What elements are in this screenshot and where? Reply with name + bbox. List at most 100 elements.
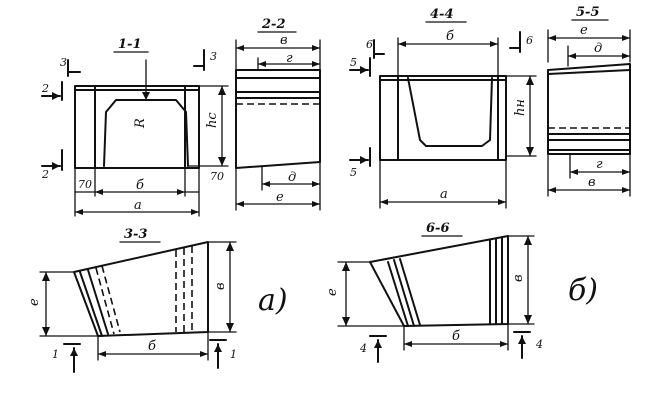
view-2-2-outline [235,69,321,169]
view-5-5-top-edge [547,69,631,75]
view-5-5-dim-inner-top-arrow-right [622,53,630,59]
view-3-3-left-face-2 [87,269,109,335]
view-1-1-dim-a-arrow-right [191,209,199,215]
view-1-1-cut-2-top-arrow [52,92,60,100]
view-3-3-left-face [79,271,103,337]
view-5-5-dim-inner-top-arrow-left [568,53,576,59]
view-3-3-dim-bottom-label: б [148,339,156,354]
view-3-3-title: 3-3 [124,227,148,242]
view-6-6-cut-4-right-label: 4 [535,338,543,351]
view-3-3: 3-3 в е б 1 1 [27,227,237,373]
view-3-3-dim-bottom-arrow-right [200,351,208,357]
view-6-6-left-face-1 [387,261,409,327]
view-2-2-dim-bottom-arrow-right [312,201,320,207]
view-5-5-dim-inner-bottom-arrow-right [622,169,630,175]
view-5-5: 5-5 е д г в [547,5,631,197]
view-3-3-cut-1-right-label: 1 [230,348,237,361]
view-3-3-hidden-left-1 [95,267,115,335]
view-2-2-dim-inner-top-label: г [286,51,293,66]
view-2-2-dim-bottom-arrow-left [236,201,244,207]
view-1-1-cut-3-right-label: 3 [210,50,217,63]
view-2-2: 2-2 в г д е [235,17,321,211]
view-6-6-outline [369,235,509,327]
view-6-6-title: 6-6 [426,221,450,236]
view-5-5-dim-top-arrow-left [548,35,556,41]
view-1-1-cut-2-bottom-arrow [52,162,60,170]
view-2-2-dim-inner-bottom-arrow-right [312,181,320,187]
view-3-3-dim-right-label: в [213,282,228,290]
caption-a: а) [258,283,288,318]
view-5-5-dim-top-label: е [580,23,588,38]
view-6-6-dim-right-arrow-top [524,236,532,245]
view-6-6-cut-4-left-arrow [374,340,382,348]
view-1-1-cut-3-left-label: 3 [60,56,67,69]
view-5-5-dim-bottom-arrow-right [622,187,630,193]
view-2-2-dim-inner-top-arrow-left [258,61,266,67]
view-4-4-cut-5-top-label: 5 [350,56,357,69]
view-6-6-dim-left-label: е [325,288,340,296]
view-4-4-height-arrow-top [526,76,534,85]
view-6-6-dim-bottom-arrow-left [404,341,412,347]
view-6-6-dim-right-label: в [511,274,526,282]
view-3-3-dim-left-label: е [27,298,42,306]
view-5-5-dim-bottom-arrow-left [548,187,556,193]
view-3-3-dim-bottom-arrow-left [98,351,106,357]
view-1-1-dim-b-arrow-right [177,189,185,195]
view-1-1-dim-70-right: 70 [210,170,224,183]
view-1-1-radius-label: R [133,118,148,129]
view-1-1-dim-b-arrow-left [95,189,103,195]
view-2-2-dim-top-label: в [280,33,288,48]
view-4-4-dim-bottom-arrow-right [498,199,506,205]
view-6-6-cut-4-left-label: 4 [359,342,367,355]
view-1-1-height-arrow-top [218,86,226,95]
view-6-6-dim-bottom-arrow-right [500,341,508,347]
view-6-6-dim-left-arrow-bottom [342,317,350,326]
view-4-4-dim-top-label: б [446,29,454,44]
view-5-5-dim-inner-top-label: д [594,41,602,56]
view-3-3-dim-right-arrow-bottom [226,323,234,332]
view-5-5-dim-bottom-label: в [588,175,596,190]
view-1-1-cut-2-bottom-label: 2 [41,168,49,181]
view-6-6: 6-6 в е б 4 4 [325,221,543,363]
view-1-1-opening [103,99,189,167]
view-3-3-hidden-left-2 [101,265,121,333]
view-1-1-dim-b-label: б [136,178,144,193]
view-3-3-cut-1-right-arrow [214,344,222,352]
view-4-4-cut-6-left-label: 6 [366,38,373,51]
view-2-2-dim-inner-bottom-arrow-left [262,181,270,187]
view-2-2-title: 2-2 [261,17,286,32]
view-6-6-left-face-2 [393,259,415,327]
view-6-6-dim-bottom-label: б [452,329,460,344]
view-6-6-left-face-3 [399,258,421,326]
view-1-1-dim-a-arrow-left [75,209,83,215]
view-4-4-dim-bottom-arrow-left [380,199,388,205]
view-2-2-dim-inner-top-arrow-right [312,61,320,67]
view-3-3-cut-1-left-arrow [70,348,78,356]
view-2-2-dim-top-arrow-left [236,45,244,51]
view-4-4-cut-5-top-arrow [360,66,368,74]
view-1-1-dim-70-left: 70 [78,178,92,191]
view-4-4-dim-top-arrow-right [490,41,498,47]
view-1-1-title: 1-1 [118,37,142,52]
view-1-1-cut-2-top-label: 2 [41,82,49,95]
view-3-3-dim-left-arrow-bottom [42,327,50,336]
view-1-1: 1-1 R hс 3 3 2 2 [41,37,229,217]
view-4-4-trough [407,77,493,147]
view-1-1-height-arrow-bottom [218,157,226,166]
view-4-4-dim-top-arrow-left [398,41,406,47]
view-4-4: 4-4 б 6 6 5 5 hн [349,7,537,209]
view-1-1-dim-a-label: a [134,198,142,213]
view-2-2-dim-bottom-label: е [276,190,284,205]
view-4-4-height-arrow-bottom [526,147,534,156]
view-5-5-dim-inner-bottom-arrow-left [570,169,578,175]
view-1-1-radius-arrow [142,92,150,100]
view-3-3-cut-1-left-label: 1 [52,348,59,361]
view-5-5-dim-inner-bottom-label: г [596,157,603,172]
view-6-6-cut-4-right-arrow [518,336,526,344]
view-4-4-dim-bottom-label: a [440,187,448,202]
view-5-5-title: 5-5 [576,5,600,20]
view-5-5-dim-top-arrow-right [622,35,630,41]
view-4-4-cut-5-bottom-arrow [360,156,368,164]
